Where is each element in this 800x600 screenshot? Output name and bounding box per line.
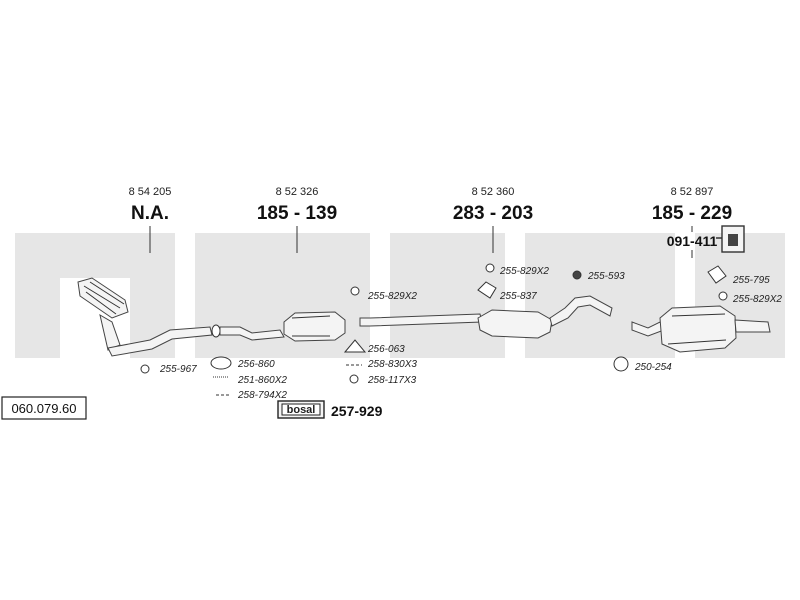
fitting-label-12: 250-254 xyxy=(634,362,672,373)
group-ref-3: 8 52 360 xyxy=(472,186,515,198)
fitting-label-14: 255-829X2 xyxy=(732,294,782,305)
group-ref-1: 8 54 205 xyxy=(129,186,172,198)
group-part-4: 185 - 229 xyxy=(652,203,732,224)
group-ref-4: 8 52 897 xyxy=(671,186,714,198)
fitting-label-5: 255-829X2 xyxy=(367,291,417,302)
fitting-label-8: 258-117X3 xyxy=(367,375,417,386)
rear-silencer xyxy=(631,305,771,353)
catalog-number-box xyxy=(1,396,87,420)
fitting-label-6: 256-063 xyxy=(367,344,405,355)
fitting-icons xyxy=(140,263,728,396)
bracket-icon xyxy=(716,225,745,253)
catalytic-converter xyxy=(211,311,346,342)
group-part-1: N.A. xyxy=(131,203,169,224)
fitting-label-10: 255-837 xyxy=(499,291,537,302)
group-part-3: 283 - 203 xyxy=(453,203,533,224)
bosal-logo: bosal xyxy=(287,404,316,416)
middle-silencer xyxy=(359,295,613,339)
fitting-label-4: 258-794X2 xyxy=(237,390,287,401)
fitting-label-7: 258-830X3 xyxy=(367,359,417,370)
bracket-part-label: 091-411 xyxy=(667,233,718,249)
mounting-kit: bosal xyxy=(277,400,325,419)
fitting-label-13: 255-795 xyxy=(732,275,770,286)
bosal-watermark xyxy=(15,233,785,358)
group-part-2: 185 - 139 xyxy=(257,203,337,224)
fitting-label-11: 255-593 xyxy=(587,271,625,282)
exhaust-manifold xyxy=(77,277,213,357)
kit-part-label: 257-929 xyxy=(331,403,383,419)
fitting-label-2: 256-860 xyxy=(237,359,275,370)
fitting-label-9: 255-829X2 xyxy=(499,266,549,277)
group-ref-2: 8 52 326 xyxy=(276,186,319,198)
fitting-label-1: 255-967 xyxy=(159,364,197,375)
catalog-number: 060.079.60 xyxy=(11,401,76,416)
fitting-label-3: 251-860X2 xyxy=(237,375,287,386)
